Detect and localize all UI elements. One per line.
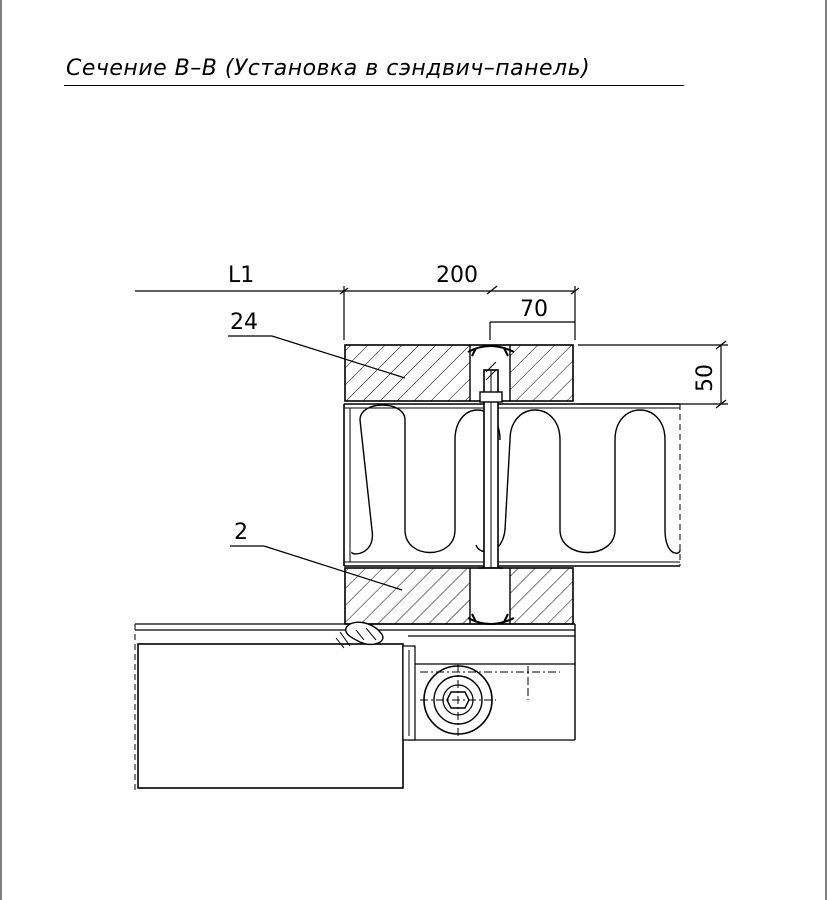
dimension-l1-label: L1	[228, 263, 254, 288]
dimension-70-label: 70	[520, 297, 548, 322]
drawing-title: Сечение В–В (Установка в сэндвич–панель)	[66, 56, 591, 81]
callout-24-label: 24	[230, 310, 258, 335]
door-seal	[335, 621, 384, 649]
frame-block-bottom	[344, 567, 574, 625]
dimension-top	[135, 285, 580, 340]
dimension-50-label: 50	[693, 364, 718, 392]
frame-block-top	[344, 344, 574, 402]
through-bolt	[479, 361, 503, 581]
sandwich-panel	[343, 403, 681, 567]
callout-2-label: 2	[234, 520, 248, 545]
dimension-200-label: 200	[436, 263, 478, 288]
title-underline	[64, 85, 684, 86]
hinge-roller	[420, 664, 496, 736]
door-leaf	[137, 643, 416, 789]
